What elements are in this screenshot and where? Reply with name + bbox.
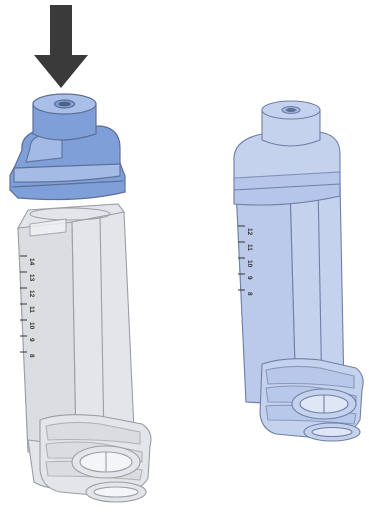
scale-label: 14 [28,258,35,266]
mouthpiece [40,415,151,502]
detached-cap [10,94,125,200]
assembled-inhaler: 12 11 10 9 8 [234,101,363,441]
scale-label: 10 [28,322,35,330]
scale-label: 9 [246,276,253,280]
scale-label: 8 [246,292,253,296]
scale-label: 11 [246,244,253,251]
scale-label: 13 [28,274,35,282]
scale-label: 12 [28,290,35,298]
down-arrow-icon [34,5,88,88]
scale-label: 8 [28,354,35,358]
scale-label: 11 [28,306,35,313]
scale-label: 10 [246,260,253,268]
scale-label: 12 [246,228,253,236]
scale-label: 9 [28,338,35,342]
